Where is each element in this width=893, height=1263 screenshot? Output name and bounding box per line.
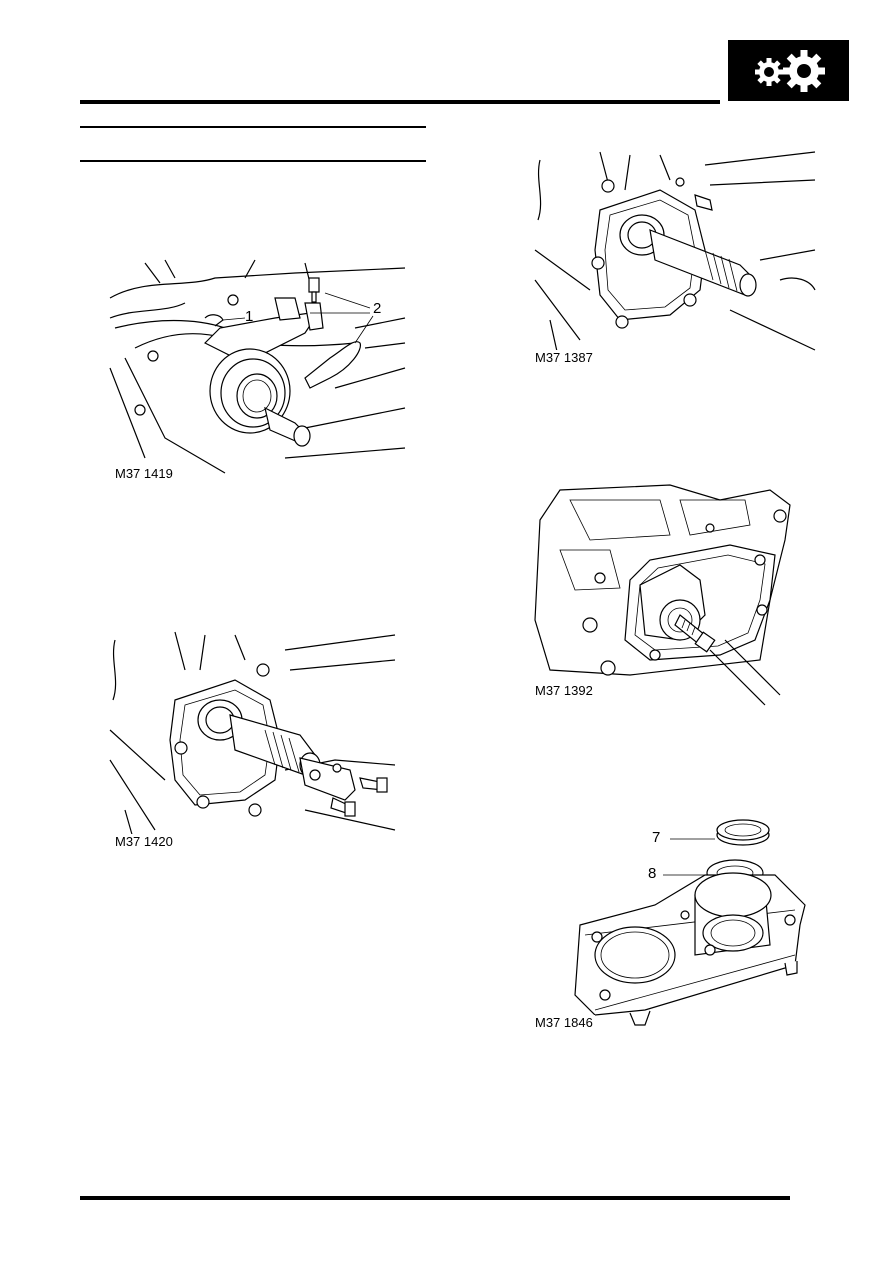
figure-m37-1392: M37 1392 bbox=[530, 480, 810, 706]
figure-code: M37 1420 bbox=[115, 834, 175, 849]
callout-7: 7 bbox=[652, 829, 661, 846]
figure-m37-1846: 7 8 M37 1846 bbox=[535, 815, 815, 1040]
extension-housing-illustration bbox=[534, 484, 791, 706]
callout-1: 1 bbox=[245, 308, 254, 325]
gears-icon bbox=[755, 50, 825, 92]
section-badge bbox=[728, 40, 849, 101]
oil-seal-illustration bbox=[574, 819, 806, 1026]
output-shaft-housing-illustration bbox=[109, 631, 396, 846]
figure-code: M37 1392 bbox=[535, 683, 595, 698]
header-rule bbox=[80, 100, 720, 104]
figure-code: M37 1846 bbox=[535, 1015, 595, 1030]
figure-code: M37 1419 bbox=[115, 466, 175, 481]
section-rule-bottom bbox=[80, 160, 426, 162]
output-housing-removal-illustration bbox=[534, 151, 816, 366]
figure-m37-1419: 1 2 M37 1419 bbox=[105, 258, 410, 483]
figure-m37-1420: M37 1420 bbox=[105, 630, 400, 850]
selector-fork-illustration bbox=[109, 259, 406, 474]
callout-2: 2 bbox=[373, 300, 382, 317]
callout-8: 8 bbox=[648, 865, 657, 882]
figure-m37-1387: M37 1387 bbox=[530, 150, 820, 370]
footer-rule bbox=[80, 1196, 790, 1200]
section-rule-top bbox=[80, 126, 426, 128]
figure-code: M37 1387 bbox=[535, 350, 595, 365]
